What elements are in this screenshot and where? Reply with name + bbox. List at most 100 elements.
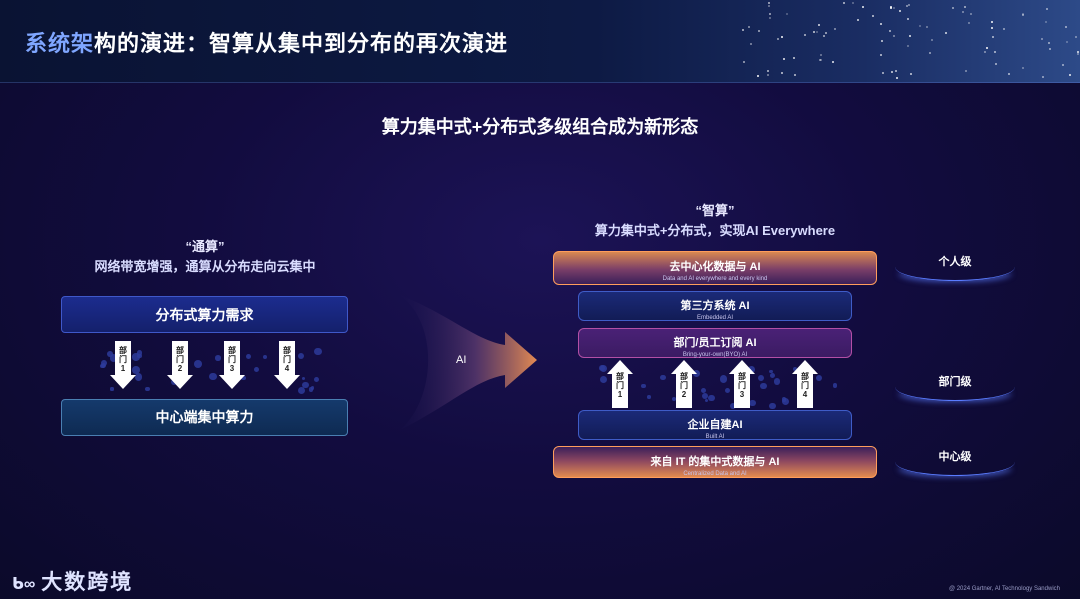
byo-ai-sub: Bring-your-own(BYO) AI (682, 352, 748, 358)
central-compute-bar: 中心端集中算力 (61, 399, 348, 436)
star-dot (768, 13, 771, 16)
header-banner: 系统架构的演进：智算从集中到分布的再次演进 (0, 0, 1080, 83)
decor-dot (136, 350, 143, 357)
decor-dot (747, 365, 755, 373)
star-dot (907, 18, 910, 21)
star-dot (963, 6, 966, 9)
star-dot (919, 25, 922, 28)
level-department: 部门级 (938, 376, 972, 388)
ai-transition-label: AI (456, 354, 467, 366)
star-dot (1061, 64, 1064, 67)
star-dot (833, 28, 836, 31)
decor-dot (240, 375, 246, 381)
decor-dot (782, 397, 790, 406)
decor-dot (769, 369, 773, 373)
star-dot (769, 16, 772, 19)
star-dot (872, 14, 875, 17)
star-dot (742, 60, 745, 63)
star-dot (930, 38, 933, 41)
arrow-label-char: 部 (801, 372, 809, 381)
star-dot (908, 35, 911, 38)
star-dot (895, 69, 898, 72)
decor-dot (132, 353, 140, 361)
arrow-shape (110, 341, 136, 389)
star-dot (852, 2, 855, 5)
distributed-compute-bar: 分布式算力需求 (61, 296, 348, 333)
star-dot (794, 73, 797, 76)
star-dot (766, 70, 769, 73)
star-dot (780, 71, 783, 74)
star-dot (825, 32, 828, 35)
star-dot (983, 51, 986, 54)
level-department-arc (895, 386, 1015, 401)
star-dot (804, 33, 807, 36)
decor-dot (144, 386, 150, 392)
star-dot (889, 30, 892, 33)
star-dot (767, 74, 770, 77)
star-dot (1022, 67, 1025, 70)
decor-dot (769, 402, 776, 410)
star-dot (907, 4, 910, 7)
level-center-arc (895, 461, 1015, 476)
decor-dot (793, 367, 798, 372)
decentralized-data-ai-sub: Data and AI everywhere and every kind (662, 276, 768, 282)
decor-dot (647, 395, 651, 399)
decor-dot (599, 375, 607, 383)
third-party-ai-label: 第三方系统 AI (680, 300, 750, 312)
arrow-label-char: 部 (176, 346, 184, 355)
arrow-label-char: 4 (802, 390, 808, 399)
decor-dot (702, 393, 709, 400)
star-dot (968, 22, 971, 25)
byo-ai-label: 部门/员工订阅 AI (673, 337, 757, 349)
star-dot (881, 39, 884, 42)
star-dot (1076, 52, 1079, 55)
arrow-label-char: 门 (119, 355, 127, 364)
star-dot (970, 13, 973, 16)
star-dot (990, 21, 993, 24)
star-dot (818, 23, 821, 26)
star-dot (819, 59, 822, 62)
star-dot (857, 18, 860, 21)
decor-dot (110, 387, 114, 391)
star-dot (895, 77, 898, 80)
level-personal: 个人级 (938, 256, 972, 268)
star-dot (889, 6, 892, 9)
star-dot (781, 35, 784, 38)
decor-dot (708, 394, 715, 401)
star-dot (1075, 35, 1078, 38)
decor-dot (313, 347, 322, 356)
arrow-label-char: 2 (681, 390, 687, 399)
decor-dot (134, 373, 143, 381)
star-dot (862, 6, 865, 9)
star-dot (777, 38, 780, 41)
star-dot (1066, 41, 1069, 44)
decor-dot (309, 387, 314, 392)
decor-dot (816, 375, 823, 382)
star-dot (992, 36, 995, 39)
star-dot (843, 2, 846, 5)
decentralized-data-ai-bar: 去中心化数据与 AI Data and AI everywhere and ev… (553, 251, 877, 285)
star-dot (1041, 75, 1044, 78)
arrow-label-char: 1 (617, 390, 623, 399)
decor-dot (832, 383, 838, 388)
third-party-ai-sub: Embedded AI (696, 315, 734, 321)
level-center: 中心级 (938, 451, 972, 463)
arrow-shape (274, 341, 300, 389)
page-title-rest: 构的演进：智算从集中到分布的再次演进 (94, 31, 509, 56)
star-dot (1064, 25, 1067, 28)
star-dot (1002, 28, 1005, 31)
arrow-label-char: 3 (739, 390, 745, 399)
star-dot (1044, 21, 1047, 24)
star-dot (964, 69, 967, 72)
